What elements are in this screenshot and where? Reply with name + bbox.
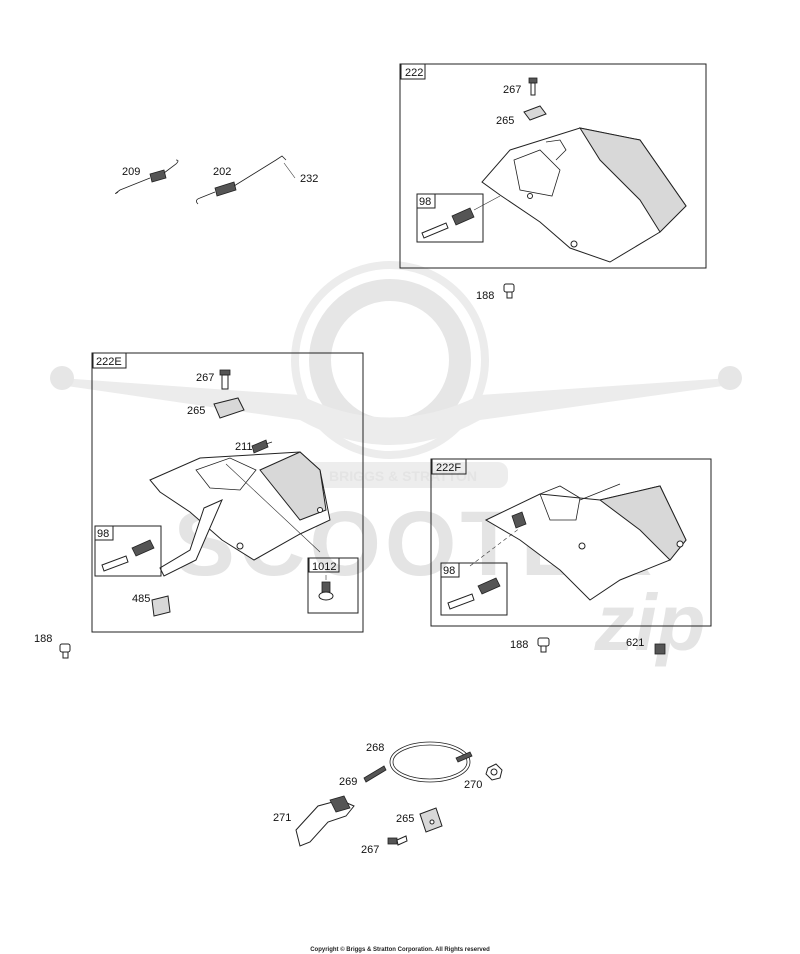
- callout-209: 209: [122, 166, 140, 178]
- part-202-link: [196, 155, 296, 205]
- callout-188-mid: 188: [510, 639, 528, 651]
- callout-485: 485: [132, 593, 150, 605]
- part-98-pin-top: [421, 195, 501, 239]
- watermark-banner: BRIGGS & STRATTON: [329, 468, 477, 484]
- callout-268: 268: [366, 742, 384, 754]
- group-222e: 222E 267 265 211 98: [91, 352, 364, 633]
- part-268-cable: [363, 741, 473, 783]
- callout-271: 271: [273, 812, 291, 824]
- part-222-bracket: [481, 127, 687, 263]
- callout-202: 202: [213, 166, 231, 178]
- part-211-spring: [251, 439, 273, 454]
- part-188-bolt-top: [503, 283, 515, 299]
- callout-265-bottom: 265: [396, 813, 414, 825]
- part-1012-clip: [318, 575, 334, 601]
- part-485-block: [151, 595, 171, 617]
- part-267-screw-bottom: [387, 835, 408, 846]
- part-222f-bracket: [469, 483, 687, 601]
- callout-270: 270: [464, 779, 482, 791]
- callout-188-top: 188: [476, 290, 494, 302]
- group-222: 222 267 265 98: [399, 63, 707, 269]
- part-209-spring: [115, 159, 179, 194]
- sub-1012-label: 1012: [312, 561, 336, 573]
- sub-98-e-label: 98: [97, 528, 109, 540]
- group-222e-label: 222E: [96, 356, 122, 368]
- part-265-clip-e: [213, 397, 245, 419]
- callout-621: 621: [626, 637, 644, 649]
- group-222-label: 222: [405, 67, 423, 79]
- callout-267-top: 267: [503, 84, 521, 96]
- part-271-bracket: [295, 795, 355, 847]
- group-222f: 222F 98: [430, 458, 712, 627]
- callout-188-left: 188: [34, 633, 52, 645]
- part-222e-bracket: [149, 451, 331, 577]
- part-267-screw-e: [219, 369, 231, 390]
- part-267-screw-top: [528, 77, 538, 96]
- sub-98-f-label: 98: [443, 565, 455, 577]
- part-188-bolt-mid: [537, 637, 550, 653]
- callout-265-e: 265: [187, 405, 205, 417]
- part-621-clip: [654, 643, 666, 655]
- part-188-bolt-left: [59, 643, 71, 659]
- sub-98-top-label: 98: [419, 196, 431, 208]
- part-270-nut: [485, 763, 503, 781]
- callout-267-bottom: 267: [361, 844, 379, 856]
- part-98-pin-e: [101, 539, 155, 572]
- copyright-footer: Copyright © Briggs & Stratton Corporatio…: [310, 946, 490, 953]
- callout-232: 232: [300, 173, 318, 185]
- callout-265-top: 265: [496, 115, 514, 127]
- part-265-clip-top: [523, 105, 547, 121]
- callout-211: 211: [235, 441, 253, 453]
- group-222f-label: 222F: [436, 462, 461, 474]
- callout-269: 269: [339, 776, 357, 788]
- part-98-pin-f: [447, 577, 501, 610]
- callout-267-e: 267: [196, 372, 214, 384]
- watermark-script: zip: [593, 578, 705, 667]
- part-265-clip-bottom: [419, 807, 443, 833]
